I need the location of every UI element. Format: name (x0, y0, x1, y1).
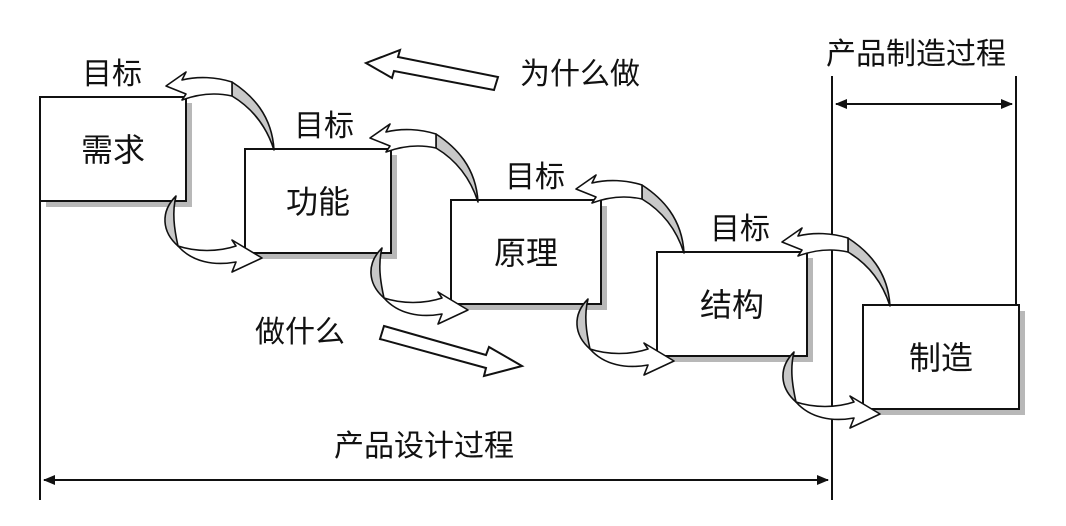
feedback-loop-1 (164, 71, 275, 273)
why-arrow (363, 48, 500, 92)
manufacture-box (862, 304, 1020, 410)
manufacture-box-label: 制造 (909, 339, 974, 377)
function-box-label: 功能 (286, 183, 351, 221)
what-arrow (378, 324, 525, 378)
principle-box-label: 原理 (494, 234, 559, 272)
goal-label-1: 目标 (82, 57, 142, 92)
demand-box-label: 需求 (81, 131, 146, 169)
demand-box (39, 96, 187, 202)
feedback-loop-4 (781, 227, 891, 429)
goal-label-4: 目标 (710, 212, 770, 247)
function-box (244, 148, 392, 254)
goal-label-2: 目标 (294, 109, 354, 144)
feedback-loop-2 (369, 123, 479, 325)
principle-box (450, 199, 602, 305)
what-label: 做什么 (255, 315, 345, 350)
feedback-loop-3 (575, 174, 685, 376)
why-label: 为什么做 (520, 57, 640, 92)
manufacturing-process-label: 产品制造过程 (826, 37, 1006, 72)
structure-box (656, 251, 808, 357)
design-process-label: 产品设计过程 (334, 429, 514, 464)
goal-label-3: 目标 (505, 160, 565, 195)
structure-box-label: 结构 (700, 286, 765, 324)
